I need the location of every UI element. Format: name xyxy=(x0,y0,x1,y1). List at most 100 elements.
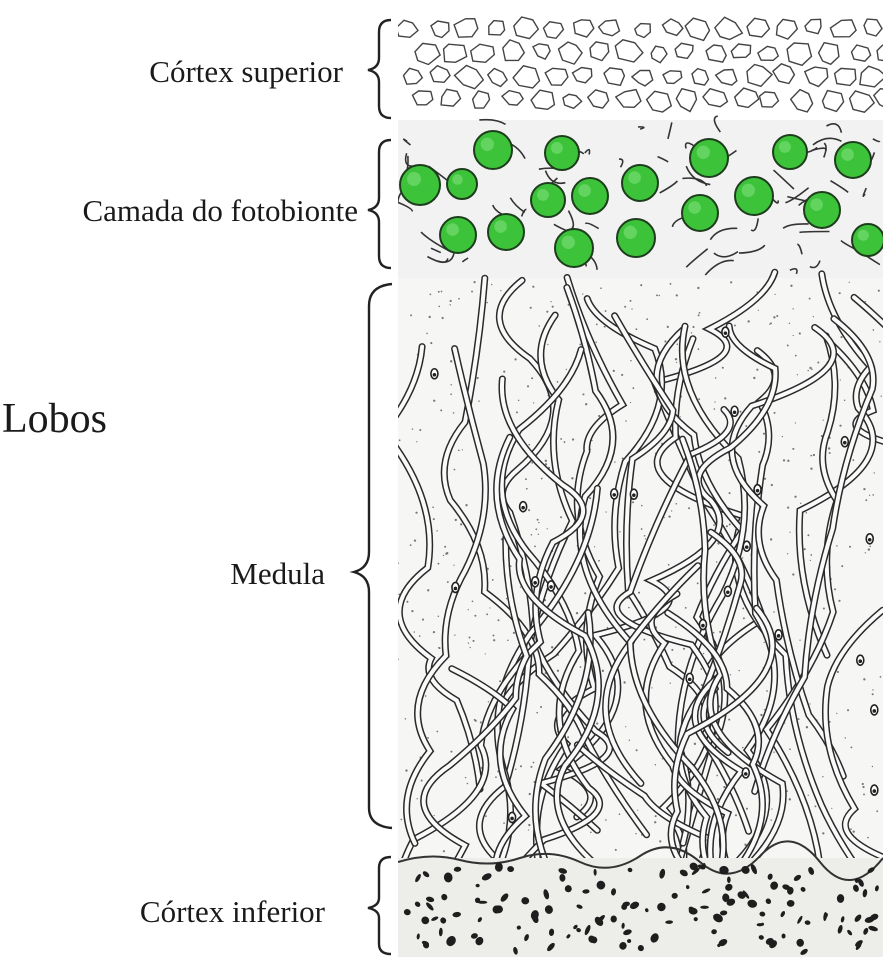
stipple-dot xyxy=(863,678,865,680)
stipple-dot xyxy=(485,815,487,817)
stipple-dot xyxy=(766,690,768,692)
stipple-dot xyxy=(614,461,615,462)
stipple-dot xyxy=(560,438,562,440)
cortex-cell xyxy=(692,69,709,86)
stipple-dot xyxy=(440,409,442,411)
algal-cell xyxy=(773,135,807,169)
stipple-dot xyxy=(735,814,737,816)
stipple-dot xyxy=(632,387,634,389)
stipple-dot xyxy=(763,433,765,435)
stipple-dot xyxy=(872,689,873,690)
stipple-dot xyxy=(839,292,841,294)
brace-medulla xyxy=(354,284,392,828)
stipple-dot xyxy=(804,548,806,550)
hypha-tip-dot xyxy=(726,590,730,594)
stipple-dot xyxy=(580,666,582,668)
stipple-dot xyxy=(469,647,470,648)
stipple-dot xyxy=(473,281,475,283)
hypha-tip-dot xyxy=(549,585,553,589)
stipple-dot xyxy=(743,617,745,619)
stipple-dot xyxy=(810,560,811,561)
cortex-cell xyxy=(599,20,620,36)
stipple-dot xyxy=(809,298,811,300)
stipple-dot xyxy=(800,503,801,504)
stipple-dot xyxy=(879,341,880,342)
stipple-dot xyxy=(738,670,739,671)
stipple-dot xyxy=(787,553,788,554)
stipple-dot xyxy=(773,751,774,752)
stipple-dot xyxy=(760,714,762,716)
stipple-dot xyxy=(823,607,825,609)
stipple-dot xyxy=(797,374,798,375)
stipple-dot xyxy=(446,552,448,554)
stipple-dot xyxy=(878,290,880,292)
hypha-tip-dot xyxy=(843,441,847,445)
hypha-tip-dot xyxy=(612,493,616,497)
stipple-dot xyxy=(822,832,824,834)
cortex-cell xyxy=(545,68,568,85)
stipple-dot xyxy=(430,342,432,344)
stipple-dot xyxy=(668,515,670,517)
stipple-dot xyxy=(697,582,699,584)
hypha-tip-dot xyxy=(777,634,781,638)
algal-cell-highlight xyxy=(452,174,463,185)
stipple-dot xyxy=(713,632,715,634)
stipple-dot xyxy=(675,626,676,627)
stipple-dot xyxy=(671,649,673,651)
stipple-dot xyxy=(850,746,852,748)
hypha-tip-dot xyxy=(744,772,748,776)
cortex-cell xyxy=(830,20,856,37)
cortex-cell xyxy=(473,91,490,108)
stipple-dot xyxy=(828,447,830,449)
stipple-dot xyxy=(770,819,772,821)
stipple-dot xyxy=(764,709,765,710)
algal-cell xyxy=(617,219,655,257)
stipple-dot xyxy=(527,385,529,387)
stipple-dot xyxy=(530,766,532,768)
brace-upper-cortex xyxy=(368,20,391,118)
stipple-dot xyxy=(670,283,672,285)
stipple-dot xyxy=(533,402,534,403)
algal-cell-highlight xyxy=(742,184,755,197)
stipple-dot xyxy=(836,545,838,547)
stipple-dot xyxy=(668,586,669,587)
stipple-dot xyxy=(795,422,796,423)
stipple-dot xyxy=(823,420,824,421)
cortex-cell xyxy=(531,90,554,109)
stipple-dot xyxy=(676,343,678,345)
stipple-dot xyxy=(478,400,479,401)
stipple-dot xyxy=(872,693,874,695)
stipple-dot xyxy=(742,557,743,558)
stipple-dot xyxy=(628,607,630,609)
stipple-dot xyxy=(615,849,617,851)
brace-photobiont-layer xyxy=(368,140,391,268)
cortex-cell xyxy=(715,17,742,39)
hypha-tip-dot xyxy=(454,587,458,591)
cortex-cell xyxy=(489,21,505,35)
stipple-dot xyxy=(807,370,809,372)
stipple-dot xyxy=(834,588,836,590)
stipple-dot xyxy=(698,348,700,350)
stipple-dot xyxy=(486,613,488,615)
cortex-cell xyxy=(685,18,709,40)
algal-cell-highlight xyxy=(481,138,494,151)
cortex-cell xyxy=(805,19,821,33)
stipple-dot xyxy=(581,804,583,806)
stipple-dot xyxy=(739,411,741,413)
stipple-dot xyxy=(468,642,469,643)
stipple-dot xyxy=(643,639,645,641)
stipple-dot xyxy=(697,287,699,289)
stipple-dot xyxy=(789,532,790,533)
stipple-dot xyxy=(862,786,864,788)
stipple-dot xyxy=(806,512,808,514)
stipple-dot xyxy=(795,355,797,357)
stipple-dot xyxy=(787,344,789,346)
hypha-tip-dot xyxy=(510,817,514,821)
stipple-dot xyxy=(453,565,454,566)
stipple-dot xyxy=(531,534,533,536)
algal-cell-highlight xyxy=(446,223,459,236)
cortex-cell xyxy=(444,44,467,62)
cortex-cell xyxy=(716,70,737,86)
stipple-dot xyxy=(813,316,814,317)
